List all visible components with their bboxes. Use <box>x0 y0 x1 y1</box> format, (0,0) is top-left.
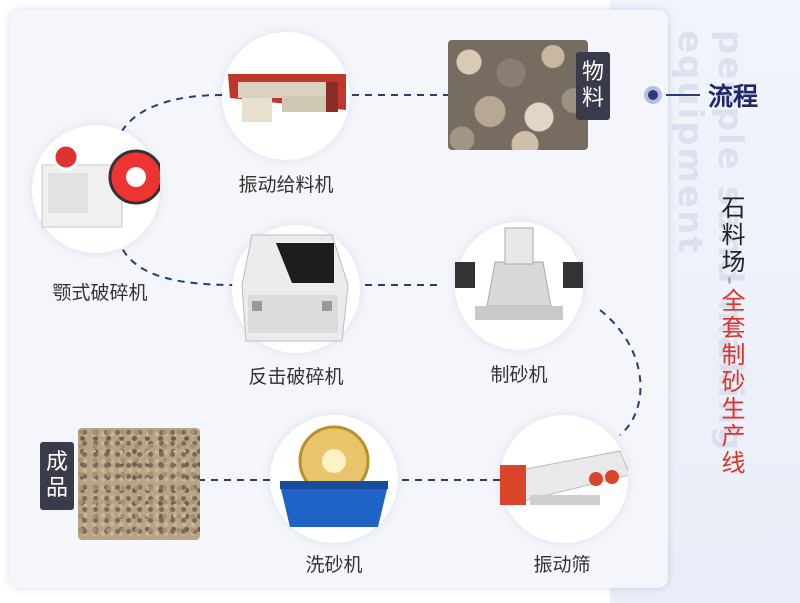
flow-line-sand-screen <box>599 309 642 436</box>
vibrating-feeder-label: 振动给料机 <box>238 174 334 196</box>
material-photo <box>448 40 588 150</box>
watermark: people sand making equipment <box>670 30 750 453</box>
sand-washer-node <box>270 415 398 543</box>
subtitle-separator: - <box>717 276 745 288</box>
section-title: 流程 <box>644 78 758 112</box>
impact-crusher-node <box>232 225 360 353</box>
sand-washer-label: 洗砂机 <box>305 554 363 576</box>
title-dot-icon <box>644 86 662 104</box>
jaw-crusher-node <box>32 125 164 253</box>
jaw-crusher-label: 颚式破碎机 <box>52 282 148 304</box>
vibrating-feeder-node <box>222 32 350 160</box>
sand-making-machine-node <box>445 222 593 350</box>
product-tag: 成品 <box>40 442 74 510</box>
impact-crusher-label: 反击破碎机 <box>248 366 344 388</box>
vibrating-screen-label: 振动筛 <box>533 554 591 576</box>
flow-card: 物料 振动给料机 颚式破碎机 反击破碎机 <box>10 10 668 588</box>
vibrating-screen-icon <box>493 450 631 506</box>
subtitle-part2: 全套制砂生产线 <box>717 287 745 477</box>
material-tag: 物料 <box>576 52 610 120</box>
vertical-subtitle: 石料场-全套制砂生产线 <box>708 195 748 477</box>
product-photo <box>78 428 200 540</box>
jaw-crusher-icon <box>41 143 164 228</box>
sand-washer-icon <box>280 425 388 527</box>
vibrating-feeder-icon <box>228 74 346 122</box>
sand-making-machine-icon <box>445 227 593 320</box>
subtitle-part1: 石料场 <box>717 195 745 276</box>
sand-making-machine-label: 制砂机 <box>490 364 548 386</box>
impact-crusher-icon <box>241 234 349 342</box>
title-text: 流程 <box>708 82 759 111</box>
vibrating-screen-node <box>493 415 631 543</box>
title-line <box>666 94 700 96</box>
